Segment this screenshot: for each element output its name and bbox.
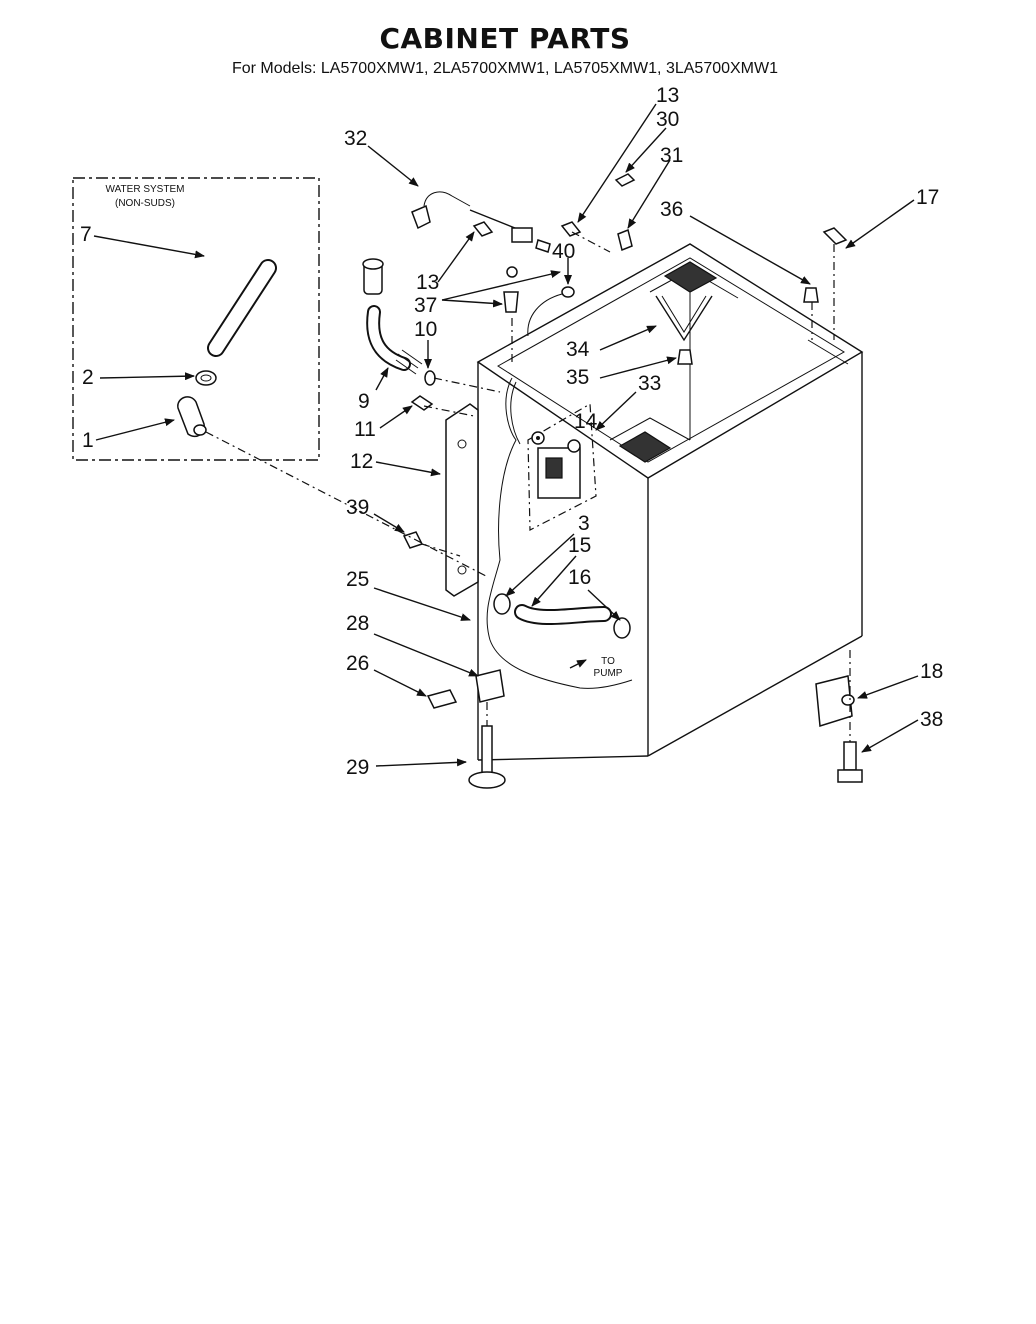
to-pump-label-2: PUMP xyxy=(594,668,623,679)
wire-harness xyxy=(486,377,633,689)
label-17: 17 xyxy=(916,186,939,209)
label-28: 28 xyxy=(346,612,369,635)
label-7: 7 xyxy=(80,223,92,246)
bracket-part-34 xyxy=(655,295,713,342)
label-16: 16 xyxy=(568,566,591,589)
screw-part-11 xyxy=(410,395,434,411)
label-26: 26 xyxy=(346,652,369,675)
label-33: 33 xyxy=(638,372,661,395)
snubber-part-36 xyxy=(803,287,819,340)
to-pump-label-1: TO xyxy=(601,656,615,667)
elbow-part-1 xyxy=(177,396,207,438)
label-31: 31 xyxy=(660,144,683,167)
water-system-label: WATER SYSTEM xyxy=(106,184,185,195)
nut-part-14 xyxy=(531,431,545,445)
screw-part-13-lower xyxy=(472,221,518,278)
screw-part-37 xyxy=(503,239,551,313)
label-34: 34 xyxy=(566,338,590,361)
alignment-lines xyxy=(205,231,611,577)
panel-part-12 xyxy=(445,403,479,597)
leader-lines xyxy=(93,103,919,767)
label-36: 36 xyxy=(660,198,683,221)
label-11: 11 xyxy=(354,418,376,441)
label-14: 14 xyxy=(574,410,598,433)
label-15: 15 xyxy=(568,534,591,557)
plate-part-18 xyxy=(815,675,855,727)
label-32: 32 xyxy=(344,127,367,150)
label-1: 1 xyxy=(82,429,94,452)
label-9: 9 xyxy=(358,390,370,413)
grommet-part-35 xyxy=(677,349,693,365)
label-18: 18 xyxy=(920,660,943,683)
part-labels: 7 2 1 32 13 30 31 36 17 13 40 37 10 9 11… xyxy=(80,84,943,779)
clamp-part-16 xyxy=(613,617,631,639)
cord-part-32 xyxy=(411,191,533,243)
drain-hose-part-15 xyxy=(514,604,612,626)
cabinet-body xyxy=(476,243,864,761)
non-suds-label: (NON-SUDS) xyxy=(115,198,175,209)
clip-part-30 xyxy=(614,173,636,187)
label-40: 40 xyxy=(552,240,575,263)
label-13-top: 13 xyxy=(656,84,679,107)
label-35: 35 xyxy=(566,366,589,389)
label-25: 25 xyxy=(346,568,369,591)
leveling-leg-part-38 xyxy=(837,650,863,783)
label-3: 3 xyxy=(578,512,590,535)
diagram-title: CABINET PARTS xyxy=(379,22,631,55)
straight-hose xyxy=(207,259,277,357)
clamp-part-2 xyxy=(195,370,217,386)
clamp-part-10 xyxy=(424,370,436,386)
screw-part-39 xyxy=(402,531,424,549)
water-system-box: WATER SYSTEM (NON-SUDS) xyxy=(72,177,320,461)
label-38: 38 xyxy=(920,708,943,731)
bracket-part-31 xyxy=(617,228,633,252)
label-10: 10 xyxy=(414,318,437,341)
clip-part-26 xyxy=(426,689,458,709)
clamp-part-3 xyxy=(493,593,511,615)
clip-part-17 xyxy=(822,227,848,340)
u-hose-part-7 xyxy=(207,188,304,268)
fill-hose-part-9 xyxy=(362,258,423,375)
screw-part-13-upper xyxy=(560,221,582,237)
label-2: 2 xyxy=(82,366,94,389)
switch-box-part-33 xyxy=(527,402,597,531)
label-29: 29 xyxy=(346,756,369,779)
label-13-lower: 13 xyxy=(416,271,439,294)
label-37: 37 xyxy=(414,294,437,317)
models-subtitle: For Models: LA5700XMW1, 2LA5700XMW1, LA5… xyxy=(231,60,779,77)
leveling-leg-part-29 xyxy=(468,702,506,789)
label-30: 30 xyxy=(656,108,679,131)
washer-part-40 xyxy=(527,286,575,337)
label-12: 12 xyxy=(350,450,373,473)
bracket-part-28 xyxy=(475,669,505,703)
label-39: 39 xyxy=(346,496,369,519)
